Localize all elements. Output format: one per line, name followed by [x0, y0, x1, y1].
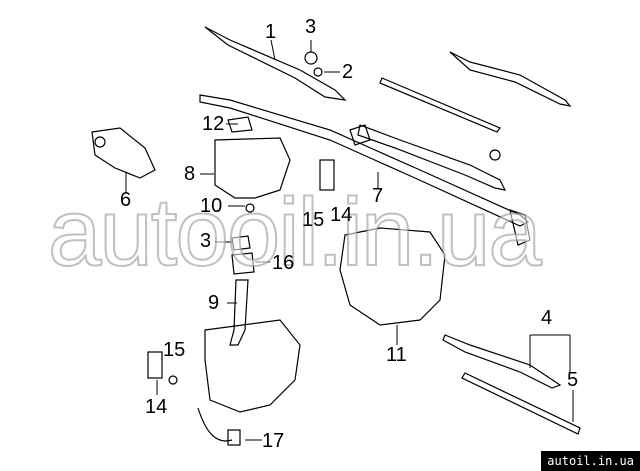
- callout-14b: 14: [145, 396, 168, 418]
- wiper-blade-bottom: [442, 334, 562, 389]
- callout-7: 7: [372, 185, 384, 207]
- watermark: autooil.in.ua: [47, 178, 543, 287]
- callout-1: 1: [265, 21, 277, 43]
- callout-2: 2: [342, 61, 354, 83]
- callout-10: 10: [200, 195, 223, 217]
- callout-6: 6: [120, 189, 132, 211]
- callout-16: 16: [272, 252, 295, 274]
- washer-reservoir-upper: [214, 137, 291, 199]
- filler-neck-seal: [231, 252, 255, 275]
- wiper-arm-left: [204, 26, 347, 101]
- nut-part: [313, 67, 323, 77]
- wiper-refill-bottom: [461, 372, 581, 435]
- callout-5: 5: [567, 369, 579, 391]
- wiper-blade-top: [449, 51, 572, 107]
- footer-watermark: autoil.in.ua: [541, 451, 640, 471]
- splash-shield: [339, 227, 446, 326]
- filler-tube: [229, 279, 249, 346]
- callout-11: 11: [386, 344, 407, 366]
- callout-3b: 3: [200, 230, 212, 252]
- wiper-arm-right: [357, 124, 507, 191]
- callout-14: 14: [330, 204, 353, 226]
- linkage-rod: [199, 94, 530, 227]
- callout-17: 17: [262, 430, 285, 452]
- washer-pump-upper: [319, 159, 335, 191]
- callout-9: 9: [208, 292, 220, 314]
- callout-8: 8: [184, 163, 196, 185]
- callout-3: 3: [305, 16, 317, 38]
- callout-12: 12: [202, 113, 225, 135]
- washer-hose: [197, 407, 233, 442]
- callout-15b: 15: [163, 339, 186, 361]
- callout-15: 15: [302, 209, 325, 231]
- callout-4: 4: [541, 307, 553, 329]
- wiper-motor: [91, 127, 156, 179]
- washer-reservoir-lower: [204, 319, 301, 413]
- washer-pump-lower: [147, 351, 163, 379]
- cap-part: [304, 51, 318, 65]
- wiper-refill-top: [379, 77, 501, 133]
